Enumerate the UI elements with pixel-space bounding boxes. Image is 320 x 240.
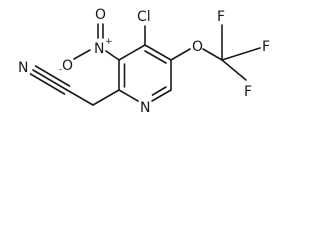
bond-c3-nitro-n xyxy=(105,50,120,61)
chemical-structure: Cl N + O O - O F F F N N xyxy=(18,7,270,116)
bond-nitrile-triple-a xyxy=(32,69,68,91)
bond-o-cf3 xyxy=(202,48,223,61)
bond-ch2-cn xyxy=(66,89,94,106)
atom-labels: Cl N + O O - O F F F N N xyxy=(18,7,270,116)
atom-nitrile-nitrogen: N xyxy=(18,60,28,76)
ring-bond-n1-c6-inner xyxy=(151,86,167,96)
atom-fluorine-right: F xyxy=(262,39,270,55)
ring-bond-c4-c3 xyxy=(118,44,146,61)
charge-plus: + xyxy=(105,37,113,47)
bond-nitrile-triple-c xyxy=(29,73,66,95)
bond-c-f-right xyxy=(221,47,261,61)
bond-c5-o xyxy=(170,48,191,61)
atom-nitro-oxygen-upper: O xyxy=(95,7,106,23)
ring-bond-n1-c6 xyxy=(151,89,172,102)
atom-ring-oxygen: O xyxy=(192,39,203,55)
bond-nitrile-triple-b xyxy=(34,65,71,87)
charge-minus: - xyxy=(59,65,62,75)
ring-bond-c2-n1 xyxy=(118,89,139,102)
bond-nitro-n-o-single xyxy=(73,49,91,60)
ring-bond-c5-c4 xyxy=(144,44,172,61)
ring-bond-c5-c4-inner xyxy=(144,50,167,64)
bond-c2-ch2 xyxy=(92,89,120,106)
pyridine-ring xyxy=(118,44,172,102)
atom-fluorine-bottom: F xyxy=(244,84,252,100)
atom-fluorine-top: F xyxy=(217,9,225,25)
substituent-bonds xyxy=(29,23,261,106)
atom-nitro-nitrogen: N xyxy=(94,41,104,57)
bond-c-f-bottom xyxy=(221,59,247,81)
atom-chlorine: Cl xyxy=(137,9,151,25)
atom-nitro-oxygen-left: O xyxy=(62,58,73,74)
atom-ring-nitrogen: N xyxy=(140,100,150,116)
